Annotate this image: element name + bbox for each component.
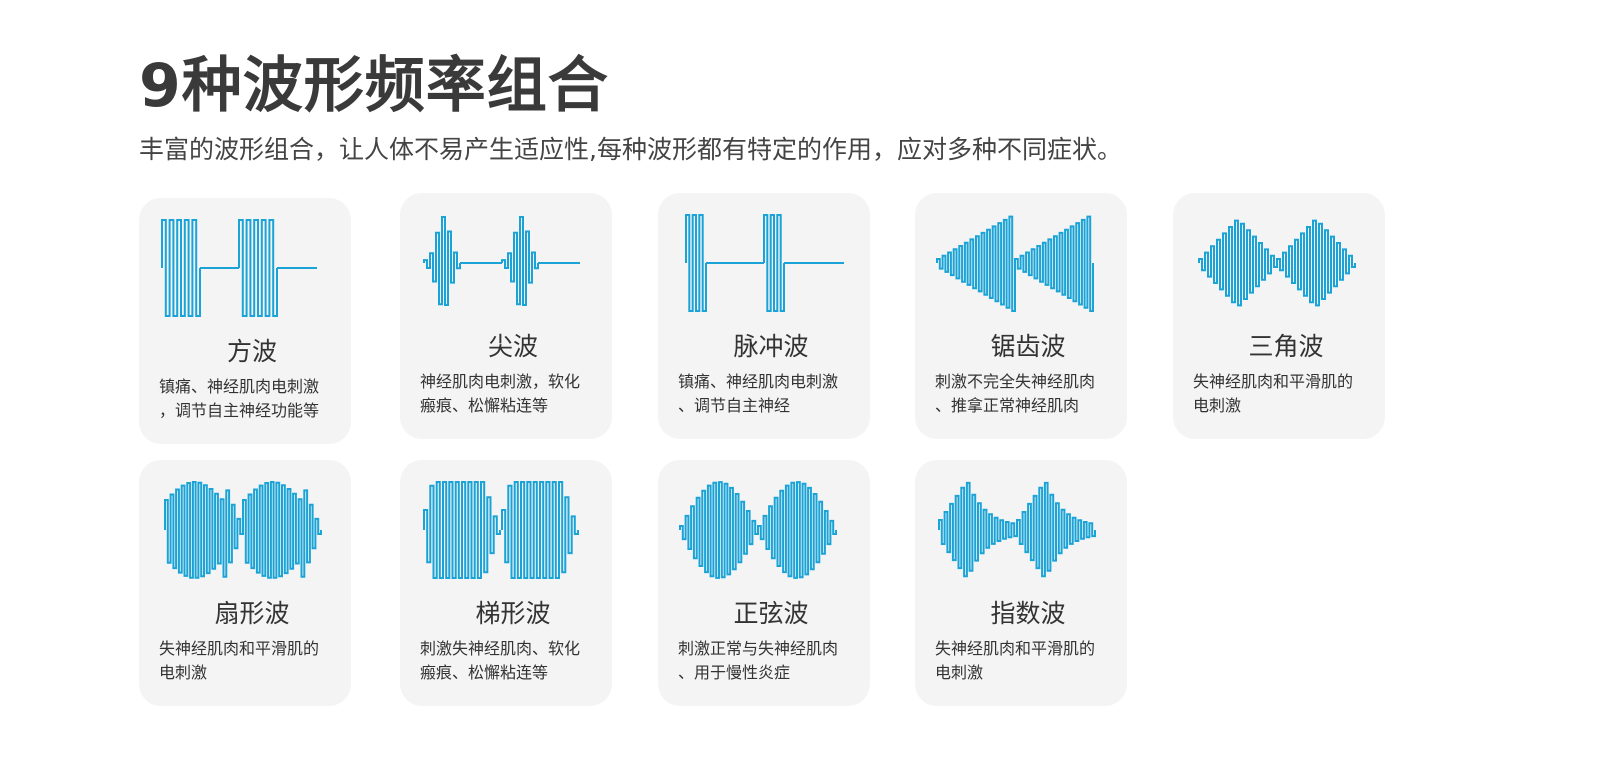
- waveform-card-exponential: 指数波 失神经肌肉和平滑肌的电刺激: [915, 460, 1127, 706]
- fan-wave-icon: [164, 481, 322, 579]
- waveform-card-fan: 扇形波 失神经肌肉和平滑肌的电刺激: [139, 460, 351, 706]
- waveform-name: 方波: [226, 337, 277, 366]
- waveform-card-triangle: 三角波 失神经肌肉和平滑肌的电刺激: [1173, 193, 1385, 439]
- triangle-wave-icon: [1198, 219, 1356, 307]
- page-subtitle: 丰富的波形组合，让人体不易产生适应性,每种波形都有特定的作用，应对多种不同症状。: [139, 135, 1122, 164]
- waveform-description: 镇痛、神经肌肉电刺激，调节自主神经功能等: [159, 377, 320, 420]
- waveform-name: 扇形波: [214, 599, 290, 628]
- sawtooth-wave-icon: [936, 215, 1094, 312]
- waveform-name: 梯形波: [475, 599, 551, 628]
- waveform-description: 神经肌肉电刺激，软化瘢痕、松懈粘连等: [420, 372, 581, 415]
- waveform-description: 刺激正常与失神经肌肉、用于慢性炎症: [678, 639, 839, 682]
- waveform-card-sine: 正弦波 刺激正常与失神经肌肉、用于慢性炎症: [658, 460, 870, 706]
- pulse-wave-icon: [685, 214, 844, 312]
- waveform-name: 脉冲波: [733, 332, 809, 361]
- waveform-name: 指数波: [990, 599, 1066, 628]
- waveform-name: 尖波: [487, 332, 538, 361]
- waveform-name: 三角波: [1248, 332, 1324, 361]
- sine-wave-icon: [679, 481, 837, 579]
- waveform-name: 锯齿波: [990, 332, 1066, 361]
- waveform-description: 失神经肌肉和平滑肌的电刺激: [159, 639, 320, 682]
- waveform-description: 刺激不完全失神经肌肉、推拿正常神经肌肉: [935, 372, 1096, 415]
- exponential-wave-icon: [938, 481, 1096, 578]
- waveform-card-square: 方波 镇痛、神经肌肉电刺激，调节自主神经功能等: [139, 198, 351, 444]
- waveform-description: 失神经肌肉和平滑肌的电刺激: [1193, 372, 1354, 415]
- trapezoid-wave-icon: [423, 481, 579, 579]
- page-title: 9种波形频率组合: [139, 51, 609, 121]
- waveform-card-spike: 尖波 神经肌肉电刺激，软化瘢痕、松懈粘连等: [400, 193, 612, 439]
- waveform-description: 失神经肌肉和平滑肌的电刺激: [935, 639, 1096, 682]
- waveform-name: 正弦波: [733, 599, 809, 628]
- waveform-card-sawtooth: 锯齿波 刺激不完全失神经肌肉、推拿正常神经肌肉: [915, 193, 1127, 439]
- square-wave-icon: [161, 219, 317, 317]
- waveform-grid: 方波 镇痛、神经肌肉电刺激，调节自主神经功能等 尖波 神经肌肉电刺激，软化瘢痕、…: [139, 193, 1419, 718]
- waveform-card-pulse: 脉冲波 镇痛、神经肌肉电刺激、调节自主神经: [658, 193, 870, 439]
- waveform-description: 镇痛、神经肌肉电刺激、调节自主神经: [678, 372, 839, 415]
- waveform-description: 刺激失神经肌肉、软化瘢痕、松懈粘连等: [420, 639, 581, 682]
- spike-wave-icon: [423, 216, 580, 306]
- waveform-card-trapezoid: 梯形波 刺激失神经肌肉、软化瘢痕、松懈粘连等: [400, 460, 612, 706]
